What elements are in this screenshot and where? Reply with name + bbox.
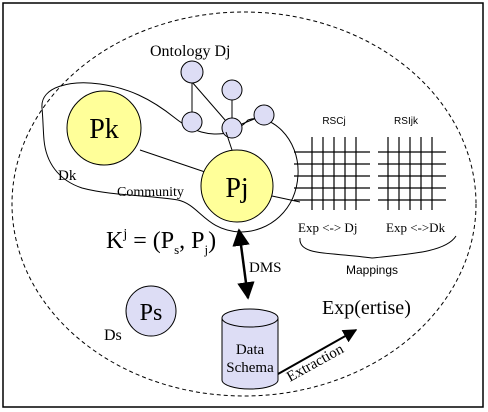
formula-comma-p: , P xyxy=(179,228,204,254)
peer-pk xyxy=(66,90,142,166)
ontology-node-right xyxy=(253,104,275,126)
rsijk-grid xyxy=(378,137,446,210)
outer-frame xyxy=(2,2,484,408)
ds-label: Ds xyxy=(104,327,122,344)
extraction-arrow xyxy=(277,329,358,375)
formula-pj-sub: j xyxy=(204,242,209,257)
expertise-label: Exp(ertise) xyxy=(322,297,411,319)
dms-label: DMS xyxy=(249,260,282,276)
exp-dk-label: Exp <->Dk xyxy=(386,220,446,235)
edge-pj-ontology xyxy=(225,131,233,151)
edge-pj-mappings xyxy=(271,195,301,203)
ontology-node-middle xyxy=(221,117,243,139)
formula-k: K xyxy=(106,228,124,254)
mappings-label: Mappings xyxy=(346,263,398,277)
ontology-node-left xyxy=(181,111,203,133)
edge-pk-pj xyxy=(139,149,206,173)
data-schema-cylinder xyxy=(221,308,279,390)
peer-pj xyxy=(200,149,274,223)
data-schema-line2: Schema xyxy=(226,360,274,376)
ontology-node-upper xyxy=(221,79,243,101)
formula-ps-sub: s xyxy=(174,242,179,257)
rscj-label: RSCj xyxy=(322,116,345,127)
community-label: Community xyxy=(117,185,184,200)
data-schema-line1: Data xyxy=(236,342,265,358)
extraction-label: Extraction xyxy=(284,341,347,386)
peer-ps xyxy=(125,285,177,337)
domain-ellipse xyxy=(11,11,477,397)
dk-label: Dk xyxy=(58,168,77,184)
formula-close: ) xyxy=(208,228,216,254)
community-outline xyxy=(41,82,299,233)
ontology-label: Ontology Dj xyxy=(150,43,230,60)
rsijk-label: RSIjk xyxy=(394,116,419,127)
peer-pj-label: Pj xyxy=(225,173,248,204)
formula-eq-open: = (P xyxy=(127,228,174,254)
mappings-brace xyxy=(299,235,457,259)
ontology-node-root xyxy=(180,60,204,84)
peer-ps-label: Ps xyxy=(140,300,163,326)
exp-dj-label: Exp <-> Dj xyxy=(298,220,357,235)
rscj-grid xyxy=(294,137,370,210)
peer-pk-label: Pk xyxy=(89,114,119,145)
formula: Kj = (Ps, Pj) xyxy=(106,227,216,257)
dms-arrow xyxy=(232,228,255,300)
formula-k-sup: j xyxy=(122,227,127,242)
